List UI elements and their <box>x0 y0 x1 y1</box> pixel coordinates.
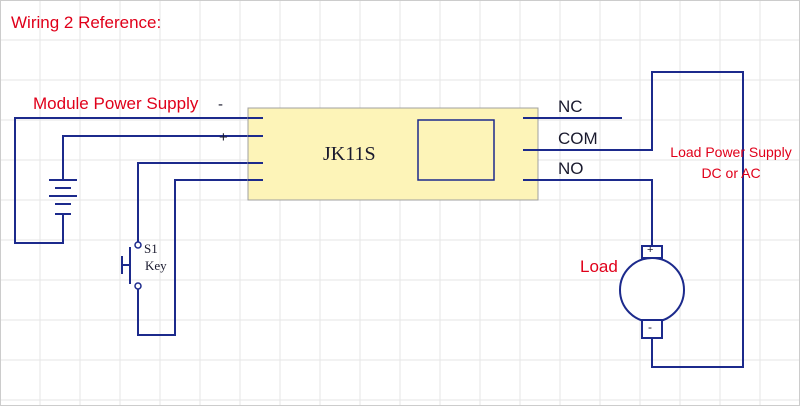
module-power-supply-label: Module Power Supply <box>33 94 199 113</box>
load-power-supply-line1: Load Power Supply <box>670 144 792 160</box>
wire-supply-negative <box>14 117 263 244</box>
switch-key-label: Key <box>145 258 167 273</box>
motor-load-symbol <box>619 245 685 339</box>
wire-com <box>523 71 744 368</box>
terminal-no-label: NO <box>558 159 584 178</box>
reference-title: Wiring 2 Reference: <box>11 13 162 32</box>
wire-no <box>523 179 653 246</box>
motor-plus-mark: + <box>647 244 654 256</box>
motor-minus-mark: - <box>648 320 652 334</box>
battery-symbol <box>49 179 77 215</box>
supply-plus-mark: + <box>219 129 228 146</box>
load-label: Load <box>580 257 618 276</box>
supply-minus-mark: - <box>218 96 223 113</box>
module-name: JK11S <box>323 143 376 165</box>
push-button-switch <box>121 241 142 290</box>
wire-supply-positive <box>62 135 263 180</box>
terminal-com-label: COM <box>558 129 598 148</box>
wire-key-lower <box>137 179 263 336</box>
relay-component <box>417 119 495 181</box>
module-board <box>247 107 539 201</box>
terminal-nc-label: NC <box>558 97 583 116</box>
wire-key-upper <box>137 162 263 242</box>
switch-designator: S1 <box>144 241 158 256</box>
load-power-supply-line2: DC or AC <box>701 165 761 181</box>
